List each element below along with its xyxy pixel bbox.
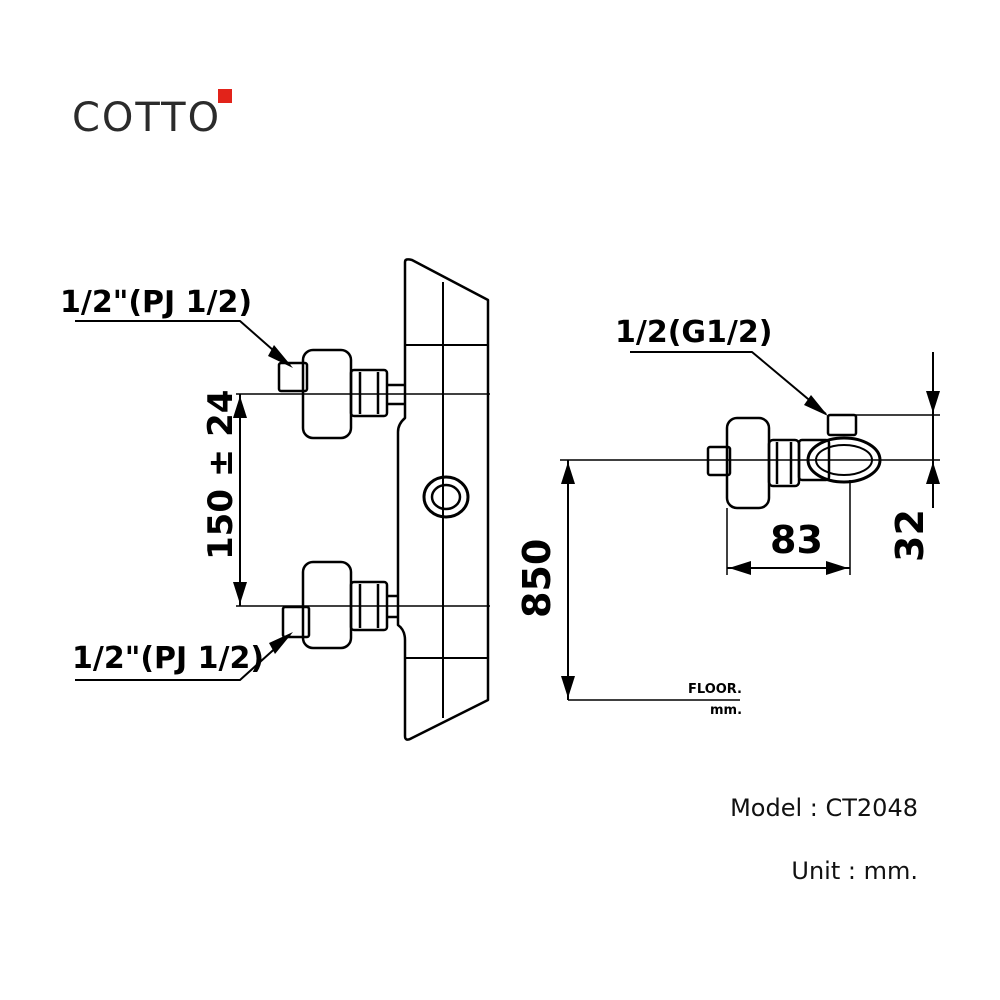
offset-label: 32 — [888, 509, 932, 562]
unit-label: Unit : mm. — [791, 857, 918, 885]
side-connection-leader — [630, 351, 827, 415]
floor-label: FLOOR. — [688, 682, 742, 697]
model-label: Model : CT2048 — [730, 794, 918, 822]
side-view-valve — [706, 413, 882, 510]
side-connection-label: 1/2(G1/2) — [615, 315, 772, 350]
top-connection-label: 1/2"(PJ 1/2) — [60, 285, 252, 320]
top-connection-leader — [75, 320, 291, 366]
bottom-connection-label: 1/2"(PJ 1/2) — [72, 641, 264, 676]
brand-logo: COTTO — [72, 95, 222, 141]
bottom-connector — [281, 560, 398, 650]
center-distance-label: 150 ± 24 — [201, 390, 241, 560]
brand-logo-mark — [218, 89, 232, 103]
depth-label: 83 — [770, 518, 823, 562]
height-label: 850 — [515, 539, 559, 618]
mixer-body — [396, 258, 490, 741]
floor-unit-label: mm. — [710, 703, 742, 718]
mixer-knob — [422, 475, 470, 519]
